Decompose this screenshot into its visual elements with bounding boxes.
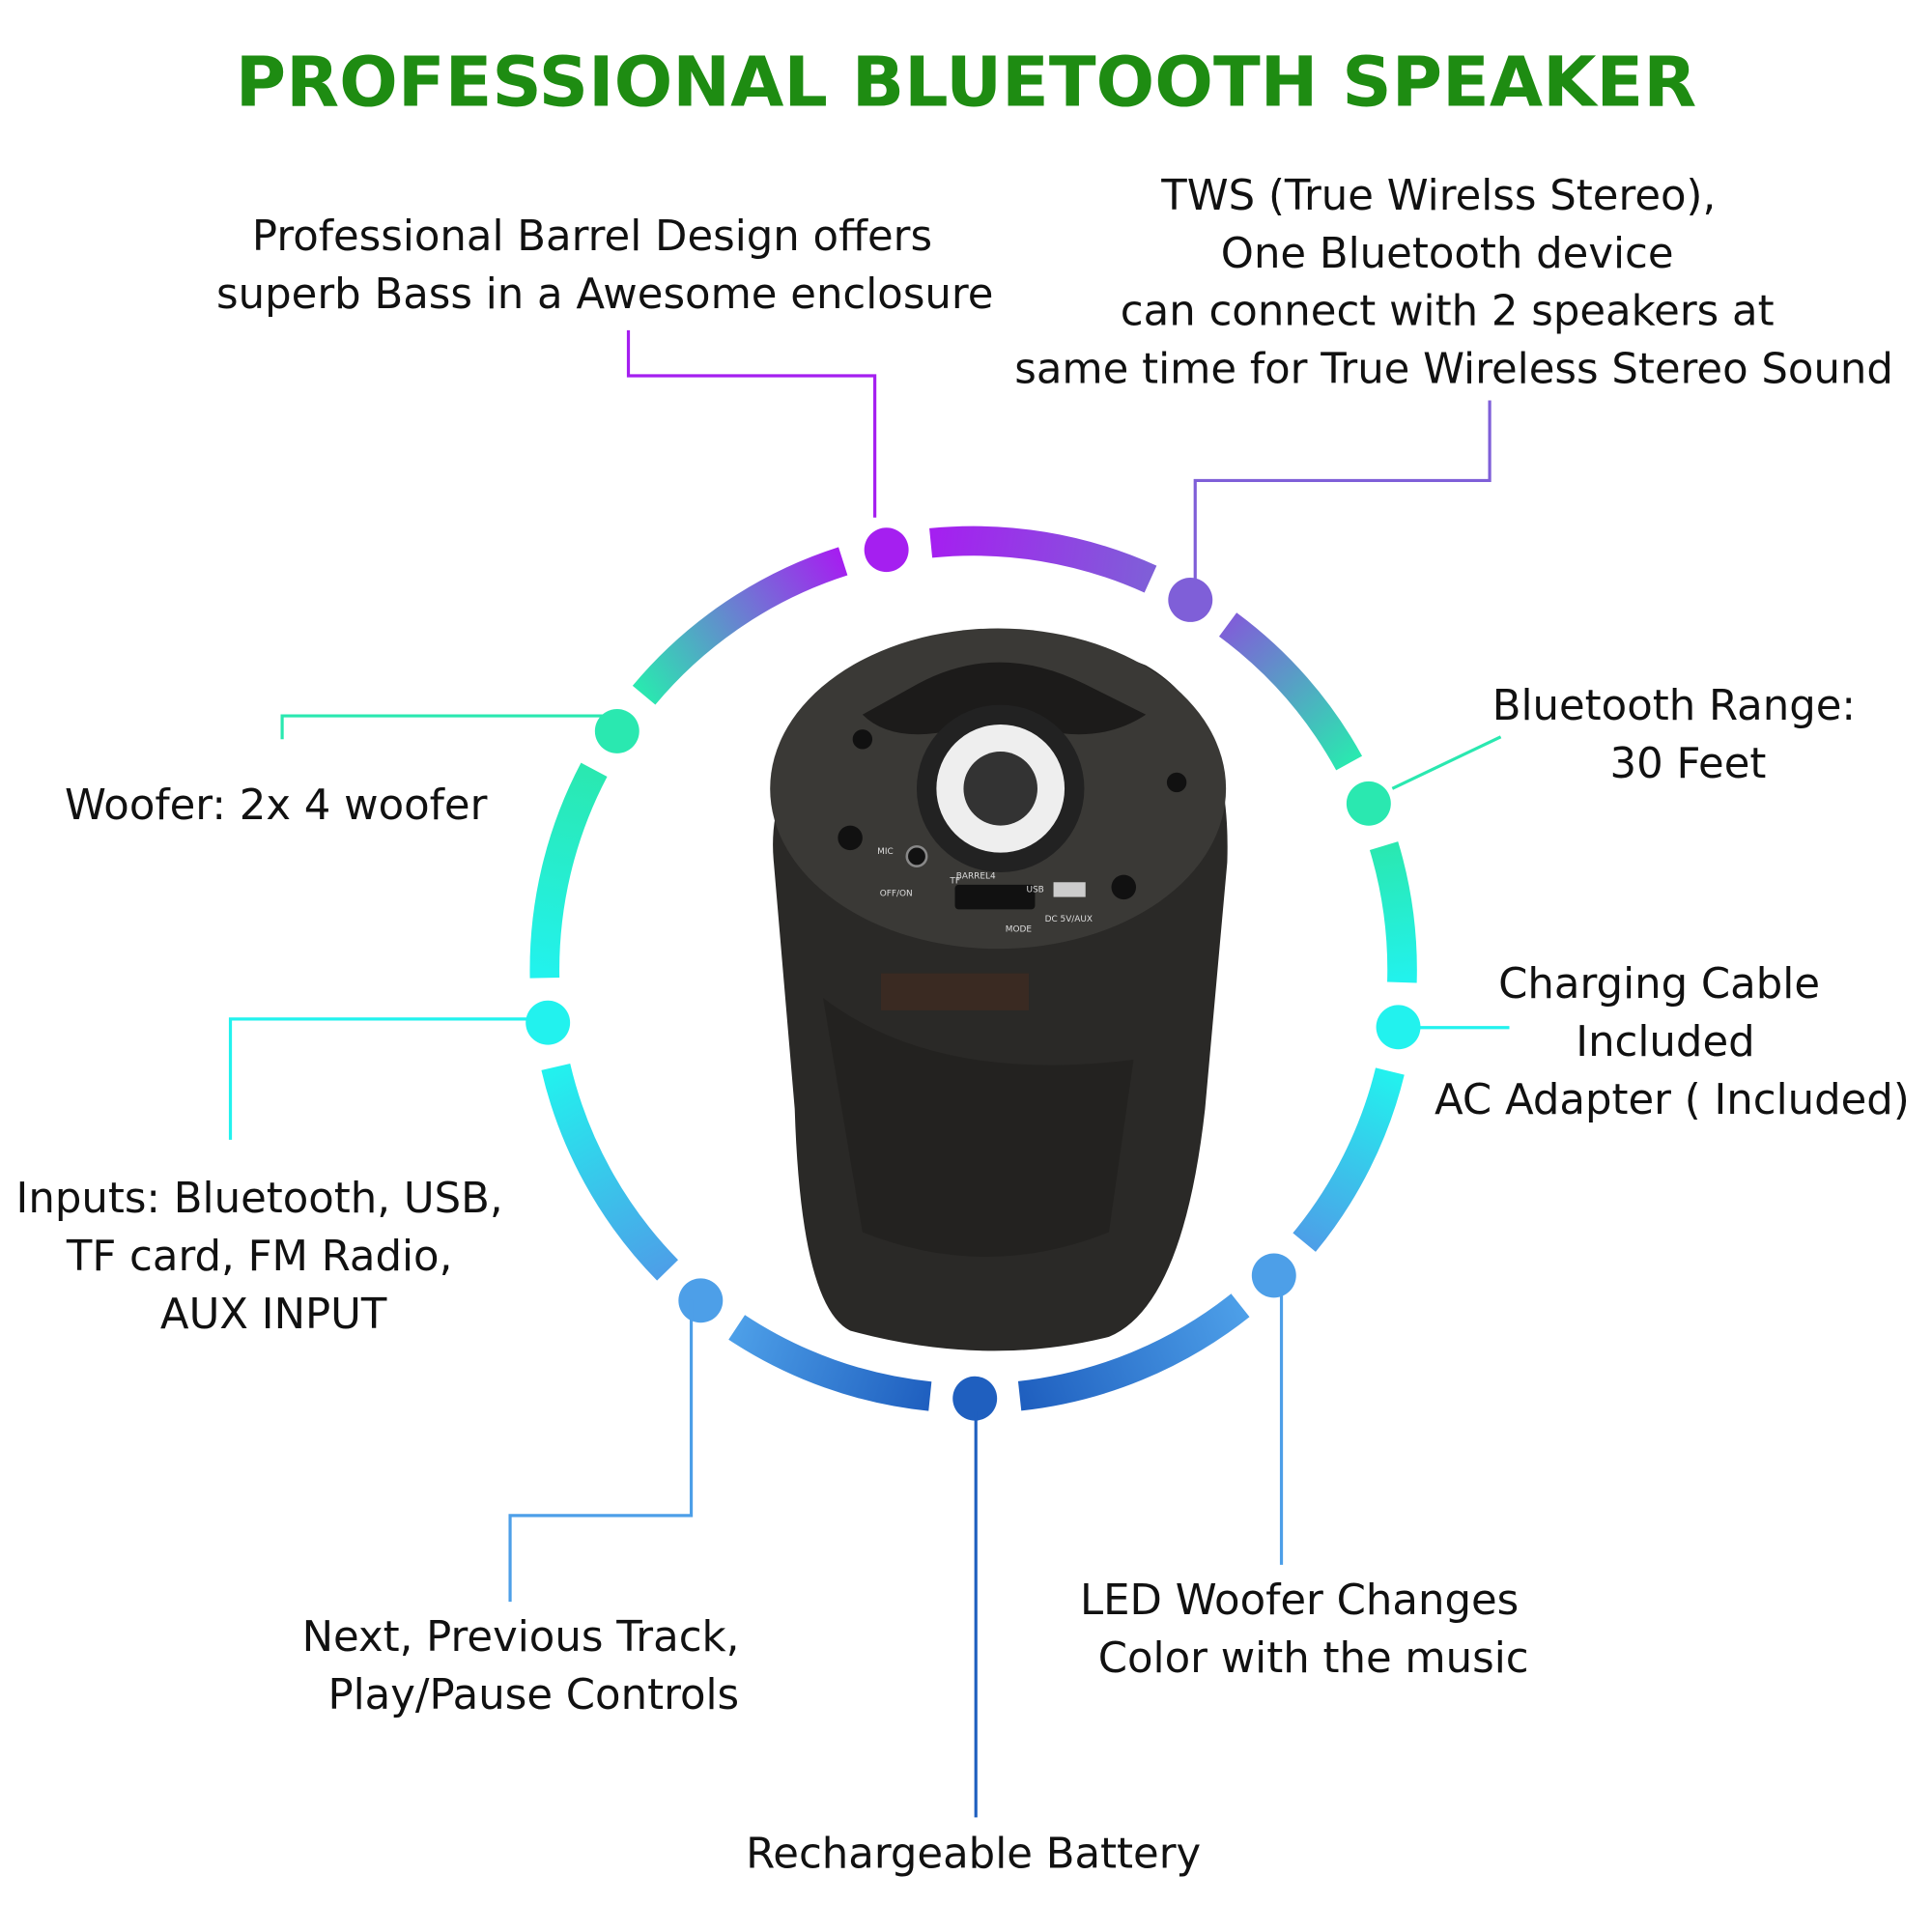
ring-segment [1369, 841, 1417, 983]
ring-dot [864, 527, 909, 573]
feature-woofer: Woofer: 2x 4 woofer [65, 781, 488, 830]
ring-segment [529, 762, 608, 979]
ring-segment [728, 1315, 932, 1411]
tf-marking: TF [949, 877, 960, 887]
speaker-image: MIC BARREL4 USB MODE TF OFF/ON DC 5V/AUX [770, 628, 1228, 1351]
ring-dot [526, 1000, 571, 1045]
ring-segment [929, 526, 1157, 593]
ring-segment [541, 1063, 679, 1281]
ring-segment [632, 547, 848, 705]
control-buttons [954, 884, 1036, 910]
dc-marking: DC 5V/AUX [1045, 915, 1093, 924]
leader-lines [228, 329, 1510, 1818]
feature-tws: TWS (True Wirelss Stereo), One Bluetooth… [1014, 172, 1893, 394]
feature-ring [526, 526, 1421, 1421]
feature-battery: Rechargeable Battery [746, 1831, 1201, 1879]
feature-controls: Next, Previous Track, Play/Pause Control… [302, 1613, 753, 1719]
ring-dot [952, 1376, 998, 1421]
feature-barrel-design: Professional Barrel Design offers superb… [216, 213, 993, 319]
usb-marking: USB [1027, 885, 1044, 895]
feature-inputs: Inputs: Bluetooth, USB, TF card, FM Radi… [16, 1175, 517, 1339]
ring-dot [678, 1278, 724, 1323]
ring-dot [1168, 578, 1213, 622]
mode-marking: MODE [1006, 924, 1033, 934]
ring-segment [1293, 1067, 1405, 1252]
ring-segment [1017, 1293, 1250, 1411]
page-title: PROFESSIONAL BLUETOOTH SPEAKER [236, 43, 1696, 123]
ring-segment [1218, 612, 1363, 771]
brand-marking: BARREL4 [956, 871, 996, 881]
feature-charging: Charging Cable Included AC Adapter ( Inc… [1435, 960, 1910, 1124]
ring-dot [1376, 1005, 1421, 1050]
ring-dot [1346, 781, 1391, 826]
mic-jack [905, 845, 928, 867]
onoff-marking: OFF/ON [880, 889, 913, 898]
feature-bluetooth-range: Bluetooth Range: 30 Feet [1492, 682, 1869, 788]
mic-marking: MIC [877, 847, 894, 857]
usb-port [1053, 882, 1086, 897]
feature-led-woofer: LED Woofer Changes Color with the music [1080, 1577, 1532, 1683]
ring-dot [1251, 1253, 1296, 1298]
ring-dot [594, 708, 639, 753]
